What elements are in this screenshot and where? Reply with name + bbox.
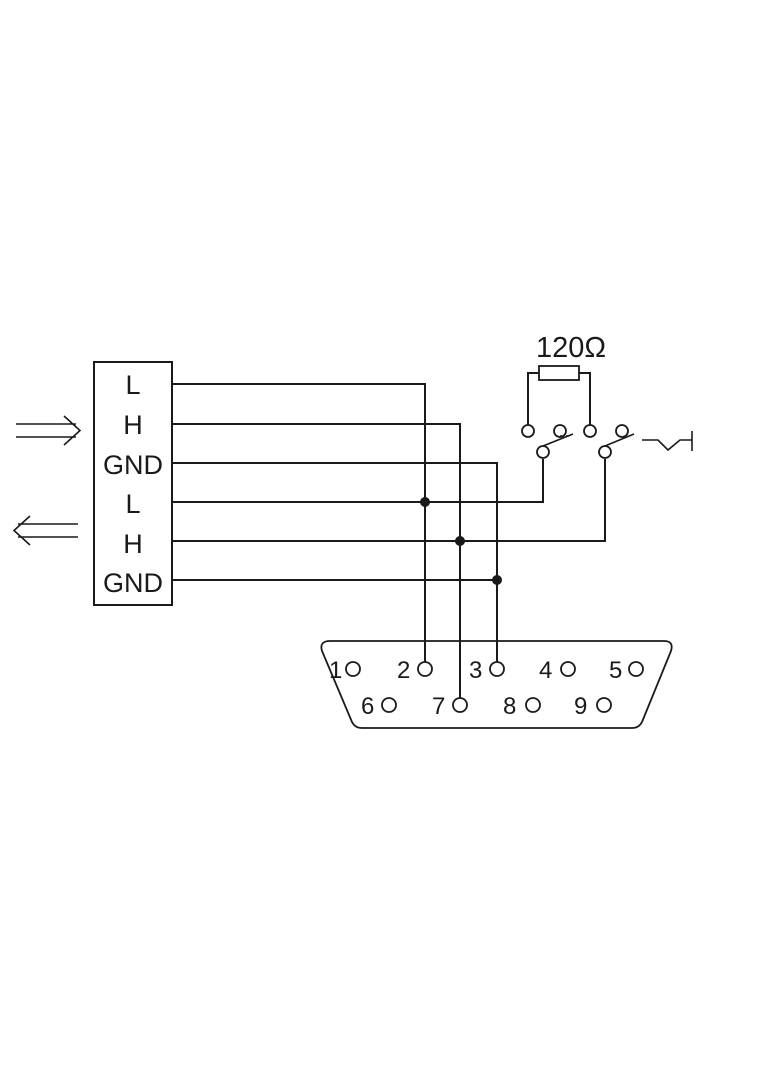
pin-8 — [525, 697, 541, 713]
terminal-label-gnd-out: GND — [103, 568, 163, 598]
pin-label-4: 4 — [539, 657, 552, 684]
switch-contact — [536, 445, 550, 459]
switch-contact — [615, 424, 629, 438]
pin-5 — [628, 661, 644, 677]
terminal-label-gnd-in: GND — [103, 450, 163, 480]
switch-contact — [521, 424, 535, 438]
pin-label-3: 3 — [469, 657, 482, 684]
terminal-block — [93, 361, 173, 606]
double-arrow-right-icon — [16, 415, 82, 446]
pin-3 — [489, 661, 505, 677]
switch-contact — [553, 424, 567, 438]
junction-dot-gnd — [492, 575, 502, 585]
manual-switch-icon — [642, 431, 693, 452]
resistor-value-label: 120Ω — [536, 332, 606, 364]
pin-label-9: 9 — [574, 693, 587, 720]
pin-7 — [452, 697, 468, 713]
pin-4 — [560, 661, 576, 677]
wire-h-out — [172, 459, 606, 542]
pin-label-1: 1 — [329, 657, 342, 684]
switch-contact — [598, 445, 612, 459]
termination-switch — [521, 424, 635, 459]
resistor-lead-left — [527, 372, 539, 425]
pin-1 — [345, 661, 361, 677]
pin-9 — [596, 697, 612, 713]
switch-contact — [583, 424, 597, 438]
pin-label-2: 2 — [397, 657, 410, 684]
pin-label-6: 6 — [361, 693, 374, 720]
pin-6 — [381, 697, 397, 713]
terminal-label-l-in: L — [125, 370, 140, 400]
pin-label-8: 8 — [503, 693, 516, 720]
resistor — [538, 365, 580, 381]
wire-gnd-in — [172, 462, 498, 662]
wire-l-out — [172, 459, 544, 503]
double-arrow-left-icon — [12, 515, 78, 546]
terminal-label-h-out: H — [123, 529, 143, 559]
switch-blade-right — [604, 433, 635, 447]
junction-dot-l — [420, 497, 430, 507]
pin-2 — [417, 661, 433, 677]
terminal-label-h-in: H — [123, 410, 143, 440]
wire-l-in — [172, 383, 426, 662]
terminal-label-l-out: L — [125, 489, 140, 519]
pin-label-7: 7 — [432, 693, 445, 720]
resistor-lead-right — [579, 372, 591, 425]
wire-h-in — [172, 423, 461, 698]
pin-label-5: 5 — [609, 657, 622, 684]
junction-dot-h — [455, 536, 465, 546]
dsub9-connector-shell — [320, 640, 673, 729]
